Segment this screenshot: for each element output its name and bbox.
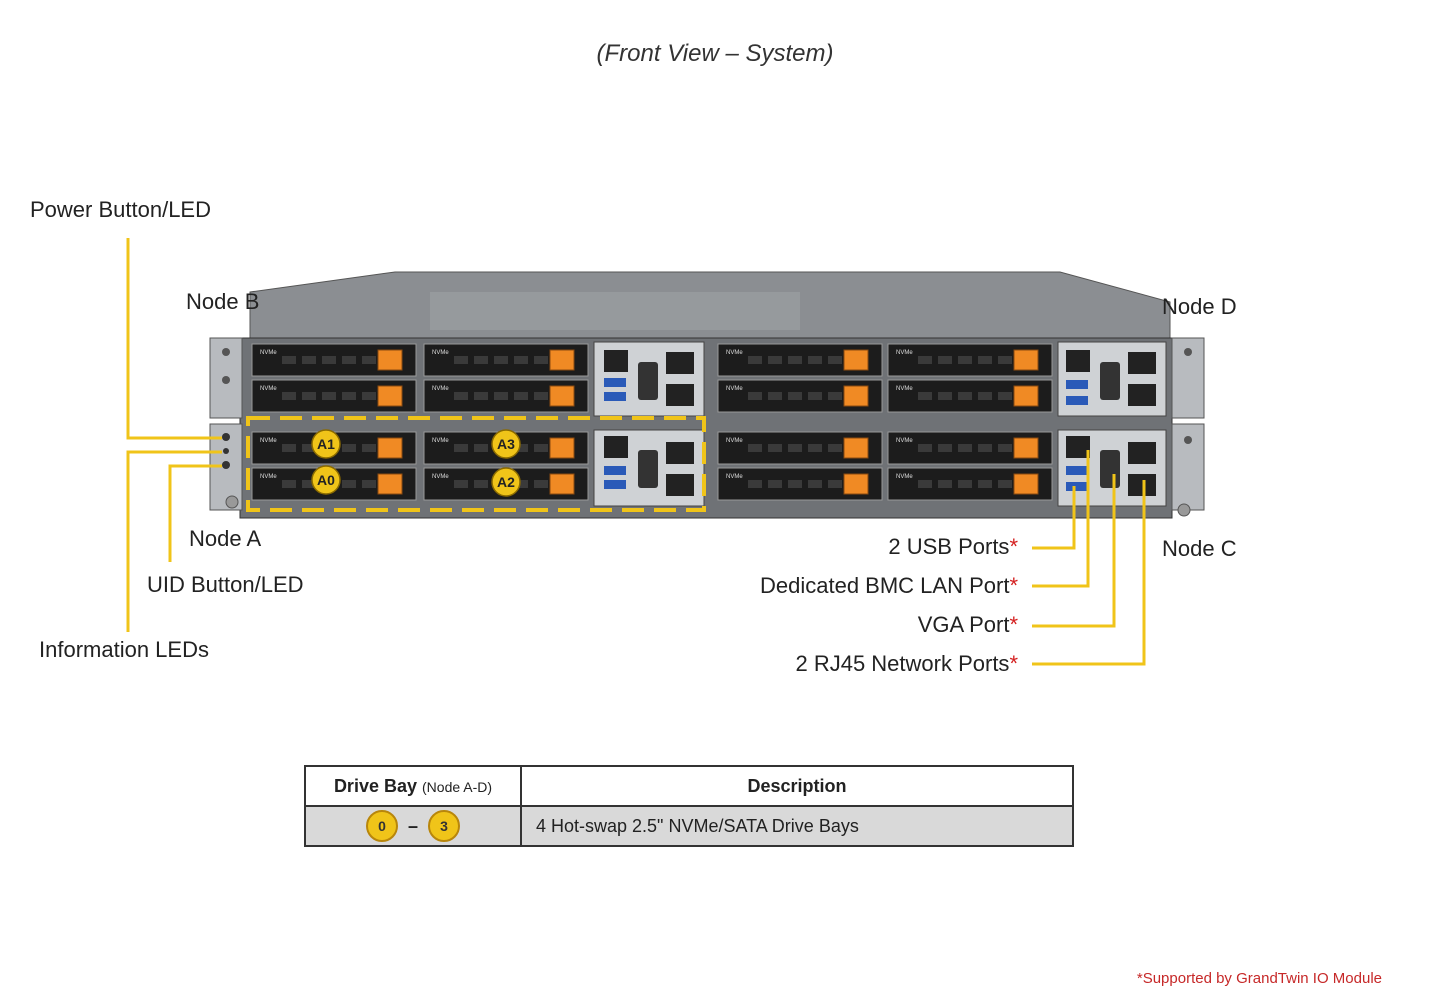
drive-tray: NVMe (423, 379, 589, 413)
drive-tray: NVMe (717, 431, 883, 465)
rj45-callout-line (1032, 480, 1146, 666)
header-description: Description (520, 765, 1074, 807)
drive-tag: NVMe (726, 438, 743, 444)
uid-callout-line (168, 464, 222, 562)
drive-tag: NVMe (726, 474, 743, 480)
label-rj45-ports: 2 RJ45 Network Ports* (795, 651, 1018, 676)
bmc-callout-line (1032, 450, 1090, 588)
drive-tray: NVMe (423, 343, 589, 377)
drive-bay-table: Drive Bay (Node A-D) Description 0–3 4 H… (304, 765, 1074, 847)
right-ear-upper (1171, 337, 1205, 419)
drive-tag: NVMe (896, 474, 913, 480)
drive-badge-a0: A0 (311, 465, 341, 495)
power-callout-line (126, 238, 222, 440)
drive-tag: NVMe (432, 438, 449, 444)
label-node-c: Node C (1162, 536, 1237, 561)
drive-tag: NVMe (260, 474, 277, 480)
info-led (223, 448, 229, 454)
drive-badge-a2: A2 (491, 467, 521, 497)
callout-lines (126, 238, 1146, 666)
figure-title: (Front View – System) (596, 40, 834, 67)
svg-text:A3: A3 (497, 436, 515, 452)
drive-bay-range: 0–3 (304, 805, 522, 847)
label-uid-button-led: UID Button/LED (147, 572, 304, 597)
drive-tray: NVMe (887, 467, 1053, 501)
drive-tag: NVMe (896, 386, 913, 392)
footnote: *Supported by GrandTwin IO Module (1136, 970, 1382, 987)
bmc-lan-port (1066, 436, 1090, 458)
label-usb-ports: 2 USB Ports* (888, 534, 1018, 559)
uid-button-led (222, 461, 230, 469)
label-bmc-lan-port: Dedicated BMC LAN Port* (760, 573, 1018, 598)
drive-badge-a3: A3 (491, 429, 521, 459)
label-node-a: Node A (189, 526, 262, 551)
rj45-port (1128, 442, 1156, 464)
drive-tag: NVMe (896, 438, 913, 444)
drive-tag: NVMe (726, 386, 743, 392)
drive-tag: NVMe (726, 350, 743, 356)
table-header-row: Drive Bay (Node A-D) Description (304, 765, 1074, 807)
drive-bays: NVMeNVMeNVMeNVMeNVMeNVMeNVMeNVMeNVMeNVMe… (251, 343, 1053, 501)
drive-tag: NVMe (260, 350, 277, 356)
vga-port (1100, 450, 1120, 488)
label-node-b: Node B (186, 289, 260, 314)
node-a-highlight (246, 416, 706, 512)
drive-tray: NVMe (717, 467, 883, 501)
svg-text:A2: A2 (497, 474, 515, 490)
drive-tag: NVMe (260, 438, 277, 444)
vga-callout-line (1032, 474, 1116, 628)
drive-tray: NVMe (887, 431, 1053, 465)
drive-tray: NVMe (887, 379, 1053, 413)
usb-callout-line (1032, 486, 1076, 550)
header-drive-bay: Drive Bay (Node A-D) (304, 765, 522, 807)
drive-tag: NVMe (432, 386, 449, 392)
drive-badge-a1: A1 (311, 429, 341, 459)
svg-text:A1: A1 (317, 436, 335, 452)
label-information-leds: Information LEDs (39, 637, 209, 662)
bay-end-badge: 3 (428, 810, 460, 842)
drive-tag: NVMe (432, 474, 449, 480)
drive-tag: NVMe (260, 386, 277, 392)
bay-start-badge: 0 (365, 810, 398, 842)
drive-tray: NVMe (887, 343, 1053, 377)
drive-tag: NVMe (896, 350, 913, 356)
io-module-node-c (1057, 429, 1167, 507)
table-row: 0–3 4 Hot-swap 2.5" NVMe/SATA Drive Bays (304, 805, 1074, 847)
drive-tray: NVMe (251, 379, 417, 413)
drive-tag: NVMe (432, 350, 449, 356)
label-power-button-led: Power Button/LED (30, 197, 211, 222)
drive-tray: NVMe (717, 379, 883, 413)
power-button-led (222, 433, 230, 441)
drive-bay-description: 4 Hot-swap 2.5" NVMe/SATA Drive Bays (520, 805, 1074, 847)
label-node-d: Node D (1162, 294, 1237, 319)
svg-text:A0: A0 (317, 472, 335, 488)
io-module-node-b (593, 341, 705, 417)
io-module-node-d (1057, 341, 1167, 417)
label-vga-port: VGA Port* (917, 612, 1018, 637)
io-module-node-a (593, 429, 705, 507)
info-leds-callout-line (126, 450, 222, 632)
drive-tray: NVMe (251, 343, 417, 377)
usb-port (1066, 466, 1088, 475)
drive-tray: NVMe (717, 343, 883, 377)
